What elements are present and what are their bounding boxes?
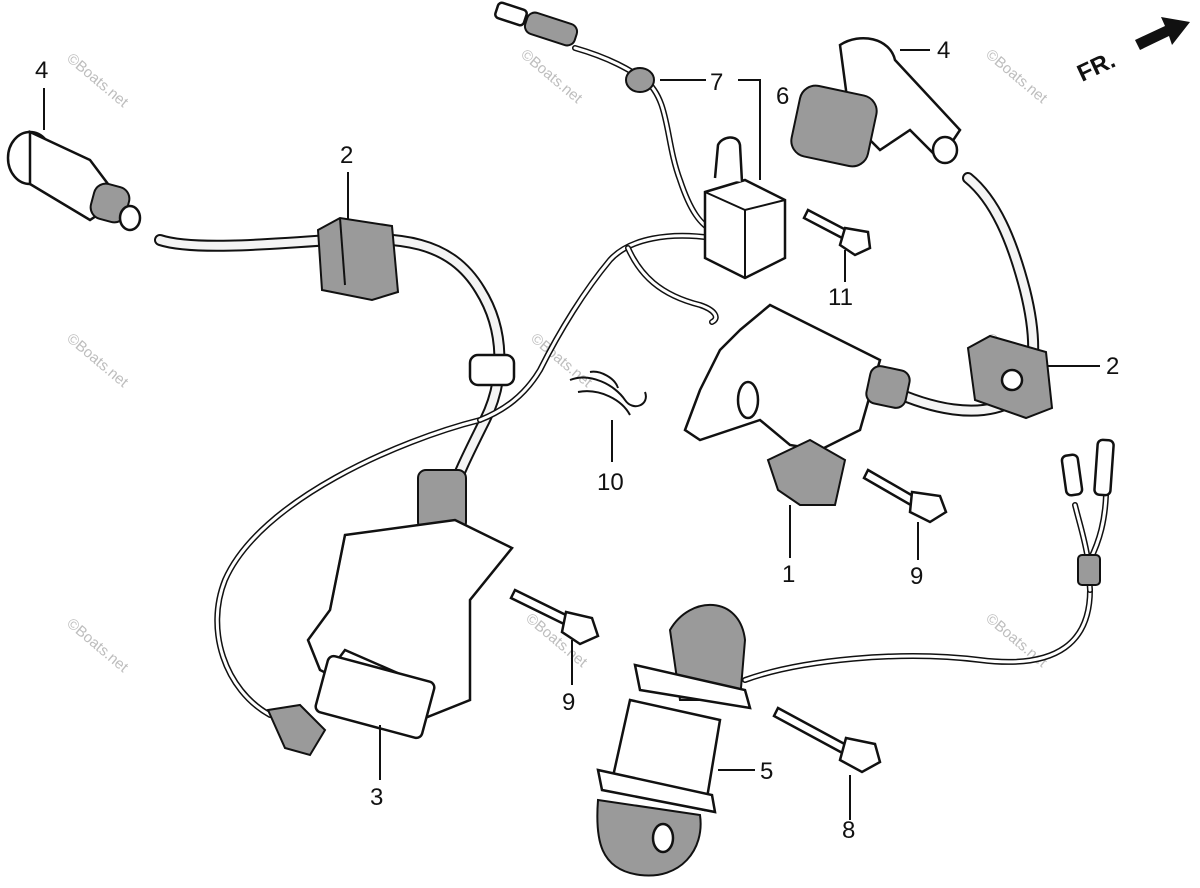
bolt-11 xyxy=(802,208,872,257)
watermarks: ©Boats.net ©Boats.net ©Boats.net ©Boats.… xyxy=(63,46,1051,676)
ignition-module xyxy=(683,303,911,506)
callout-8: 8 xyxy=(842,817,855,844)
callout-10: 10 xyxy=(597,469,624,496)
watermark: ©Boats.net xyxy=(63,50,132,111)
callout-2-left: 2 xyxy=(340,142,353,169)
wiring xyxy=(154,45,1109,718)
wire-clip xyxy=(569,370,647,416)
callout-4-right: 4 xyxy=(937,37,950,64)
callout-4-left: 4 xyxy=(35,57,48,84)
charge-coil xyxy=(596,604,752,877)
leader-lines xyxy=(43,49,1100,820)
watermark: ©Boats.net xyxy=(982,46,1051,107)
callouts: 4 2 7 6 4 11 2 10 1 9 9 5 3 8 xyxy=(35,37,1119,844)
ignition-coil xyxy=(306,469,514,740)
callout-9-right: 9 xyxy=(910,563,923,590)
callout-11: 11 xyxy=(828,284,853,311)
top-connector xyxy=(494,1,655,93)
callout-6: 6 xyxy=(776,83,789,110)
grommet-left xyxy=(316,216,400,302)
spark-plug-cap-left xyxy=(6,130,142,232)
watermark: ©Boats.net xyxy=(63,330,132,391)
callout-1: 1 xyxy=(782,561,795,588)
wire-clamp xyxy=(468,353,516,387)
callout-2-right: 2 xyxy=(1106,353,1119,380)
callout-9-center: 9 xyxy=(562,689,575,716)
watermark: ©Boats.net xyxy=(517,46,586,107)
watermark: ©Boats.net xyxy=(63,615,132,676)
grommet-right xyxy=(966,334,1054,420)
front-direction-indicator: FR. xyxy=(1073,17,1190,87)
spark-plug-cap-right xyxy=(790,36,962,168)
watermark: ©Boats.net xyxy=(527,330,596,391)
condenser xyxy=(703,136,787,280)
callout-3: 3 xyxy=(370,784,383,811)
callout-5: 5 xyxy=(760,758,773,785)
ground-terminal xyxy=(266,703,327,757)
bolt-8 xyxy=(772,706,882,774)
connector-terminals xyxy=(1060,438,1115,586)
bolt-9-right xyxy=(862,468,948,524)
bolt-9-center xyxy=(509,588,600,646)
callout-7: 7 xyxy=(710,69,723,96)
front-arrow-icon xyxy=(1135,17,1190,50)
front-label: FR. xyxy=(1073,47,1119,88)
